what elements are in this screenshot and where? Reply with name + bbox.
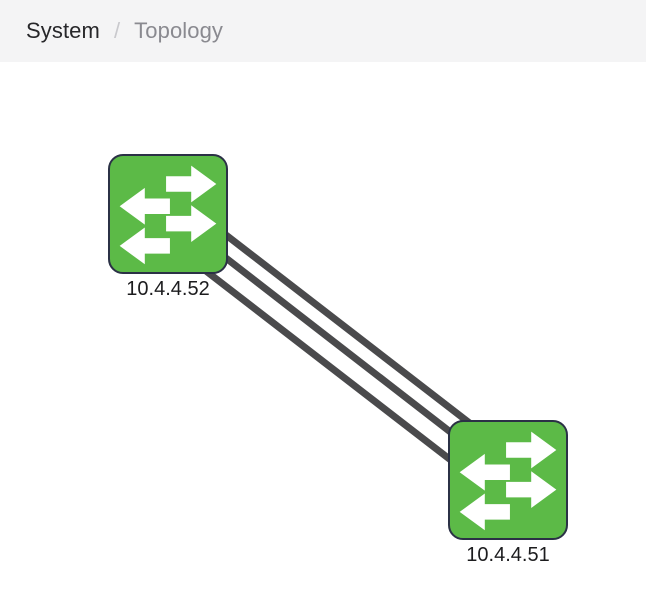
topology-link-group <box>203 232 479 464</box>
topology-node-label: 10.4.4.51 <box>466 544 550 566</box>
breadcrumb: System / Topology <box>26 18 223 44</box>
topology-links-layer <box>203 232 479 464</box>
header-bar: System / Topology <box>0 0 646 62</box>
network-switch-icon[interactable] <box>448 420 568 540</box>
topology-canvas[interactable]: 10.4.4.52 10.4.4.51 <box>0 62 646 614</box>
topology-link[interactable] <box>219 252 465 444</box>
topology-link[interactable] <box>203 268 455 464</box>
topology-link[interactable] <box>223 232 479 431</box>
topology-node-label: 10.4.4.52 <box>126 278 210 300</box>
network-switch-icon[interactable] <box>108 154 228 274</box>
breadcrumb-item-topology[interactable]: Topology <box>134 18 224 43</box>
breadcrumb-item-system[interactable]: System <box>26 18 100 43</box>
breadcrumb-separator-icon: / <box>113 18 121 43</box>
